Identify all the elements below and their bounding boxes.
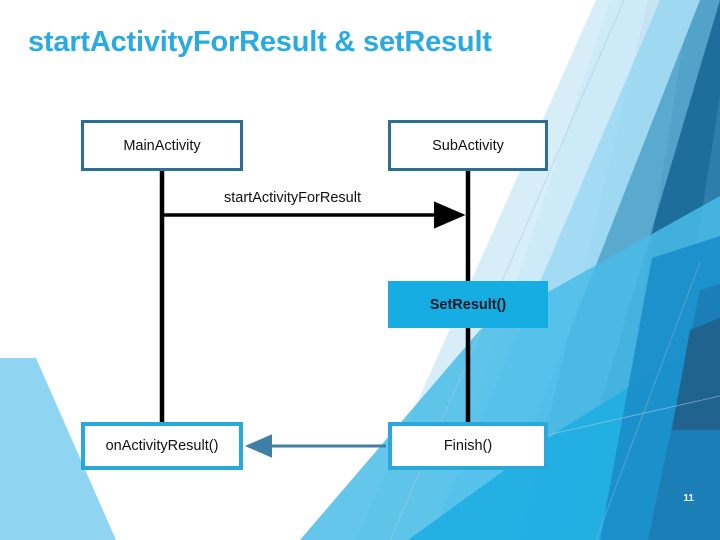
node-main-activity-label: MainActivity — [123, 137, 201, 154]
node-set-result[interactable]: SetResult() — [388, 281, 548, 328]
node-on-activity-result-label: onActivityResult() — [105, 438, 219, 454]
edge-label-start-activity-for-result: startActivityForResult — [224, 190, 361, 206]
slide-title: startActivityForResult & setResult — [28, 26, 492, 58]
node-main-activity[interactable]: MainActivity — [81, 120, 243, 171]
node-on-activity-result[interactable]: onActivityResult() — [81, 422, 243, 470]
node-sub-activity[interactable]: SubActivity — [388, 120, 548, 171]
node-sub-activity-label: SubActivity — [432, 137, 504, 154]
page-number: 11 — [683, 493, 694, 504]
node-finish[interactable]: Finish() — [388, 422, 548, 470]
node-finish-label: Finish() — [443, 438, 493, 454]
node-set-result-label: SetResult() — [429, 296, 507, 313]
